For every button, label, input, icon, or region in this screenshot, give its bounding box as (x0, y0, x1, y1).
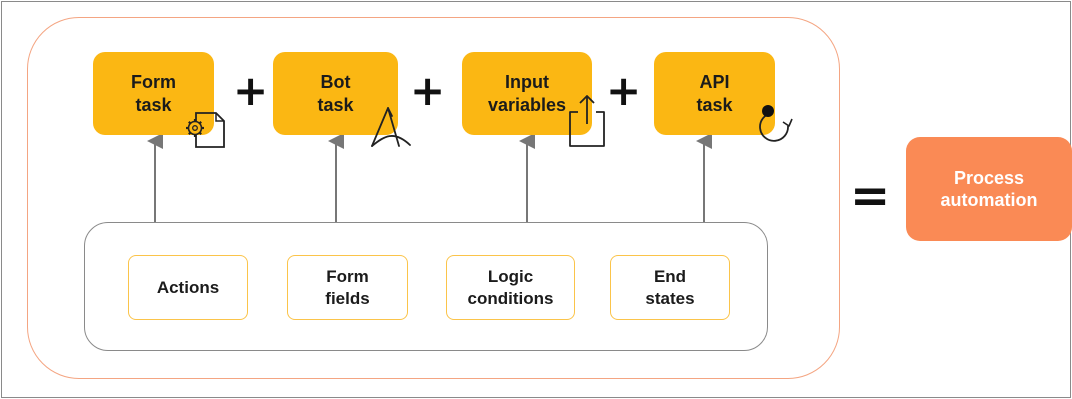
process-container (27, 17, 840, 379)
bot-pen-icon (371, 107, 411, 147)
component-logic-conditions-label: Logic conditions (467, 266, 554, 308)
component-form-fields: Form fields (287, 255, 408, 320)
plus-operator: + (606, 66, 642, 115)
task-form: Form task (93, 52, 214, 135)
upload-icon (569, 95, 605, 147)
result-process-automation: Process automation (906, 137, 1072, 241)
task-bot-label: Bot task (317, 71, 354, 115)
refresh-icon (759, 105, 793, 142)
task-form-label: Form task (131, 71, 176, 115)
plus-operator: + (233, 66, 269, 115)
task-api-label: API task (696, 71, 733, 115)
components-container (84, 222, 768, 351)
form-gear-icon (186, 112, 225, 148)
task-bot: Bot task (273, 52, 398, 135)
component-actions: Actions (128, 255, 248, 320)
equals-operator: = (850, 168, 891, 224)
component-logic-conditions: Logic conditions (446, 255, 575, 320)
task-input-variables-label: Input variables (487, 71, 567, 115)
component-end-states: End states (610, 255, 730, 320)
task-api: API task (654, 52, 775, 135)
result-label: Process automation (940, 168, 1038, 210)
component-end-states-label: End states (645, 266, 695, 308)
plus-operator: + (410, 66, 446, 115)
component-form-fields-label: Form fields (325, 266, 370, 308)
component-actions-label: Actions (156, 277, 220, 297)
